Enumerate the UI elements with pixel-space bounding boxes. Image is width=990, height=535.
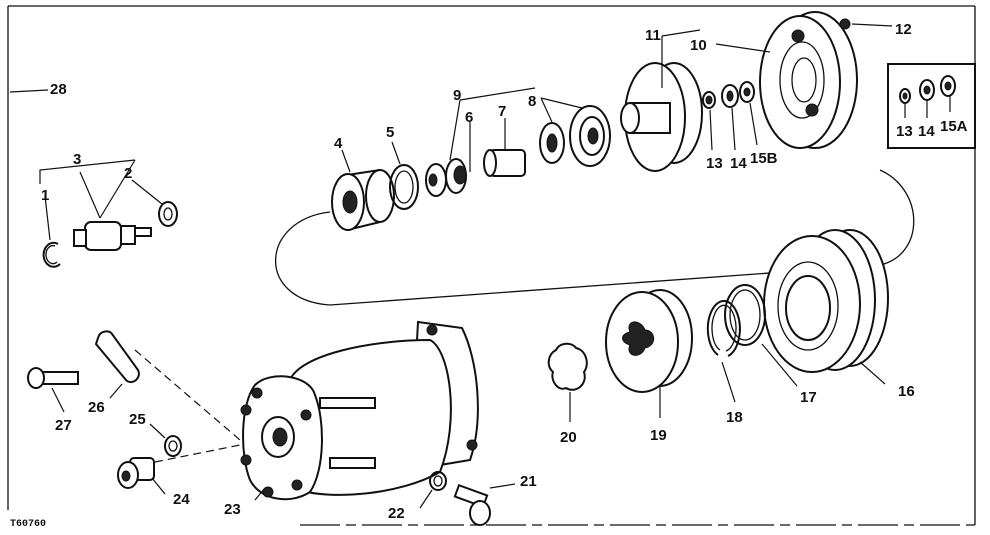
callout-14-upper: 14 (730, 155, 747, 172)
callout-27: 27 (55, 417, 72, 434)
ring-17 (724, 284, 766, 346)
spacer-plate (547, 342, 588, 391)
hub-pulley (620, 62, 703, 172)
callout-labels: 1 2 3 4 5 6 7 8 9 10 11 12 13 14 15B 13 … (10, 21, 968, 530)
callout-16: 16 (898, 383, 915, 400)
callout-13-upper: 13 (706, 155, 723, 172)
bolt-21 (453, 483, 491, 526)
assembly-dashed-lines (134, 349, 241, 463)
callout-26: 26 (88, 399, 105, 416)
callout-14-inset: 14 (918, 123, 935, 140)
callout-21: 21 (520, 473, 537, 490)
fitting-24 (117, 457, 155, 489)
callout-28: 28 (50, 81, 67, 98)
pulley-10 (759, 11, 858, 149)
snap-ring (42, 241, 61, 268)
callout-15a: 15A (940, 118, 968, 135)
callout-3: 3 (73, 151, 81, 168)
callout-1: 1 (41, 187, 49, 204)
compressor-body (240, 320, 479, 501)
figure-code: T60760 (10, 519, 46, 530)
washers-nut-upper (702, 81, 755, 109)
callout-2: 2 (124, 165, 132, 182)
washer-2 (158, 201, 178, 227)
bolt-27 (27, 367, 79, 389)
seal-seat (539, 105, 611, 167)
bearing-cup (331, 169, 395, 231)
clutch-plate (605, 289, 693, 393)
assembly-loop (274, 169, 915, 306)
callout-10: 10 (690, 37, 707, 54)
washer-22 (429, 471, 447, 491)
callout-25: 25 (129, 411, 146, 428)
leader-lines (9, 23, 951, 509)
pulley-16 (763, 229, 889, 373)
callout-9: 9 (453, 87, 461, 104)
seal-components (425, 158, 467, 197)
callout-18: 18 (726, 409, 743, 426)
inset-box (887, 63, 976, 149)
callout-13-inset: 13 (896, 123, 913, 140)
callout-19: 19 (650, 427, 667, 444)
callout-23: 23 (224, 501, 241, 518)
callout-22: 22 (388, 505, 405, 522)
callout-7: 7 (498, 103, 506, 120)
callout-24: 24 (173, 491, 190, 508)
callout-11: 11 (645, 27, 661, 44)
callout-20: 20 (560, 429, 577, 446)
callout-12: 12 (895, 21, 912, 38)
plate-26 (94, 330, 140, 384)
callout-17: 17 (800, 389, 817, 406)
sleeve (483, 149, 526, 177)
washer-25 (164, 435, 182, 457)
callout-8: 8 (528, 93, 536, 110)
screw-12 (839, 18, 851, 30)
shaft-seal-assembly (73, 221, 152, 251)
callout-15b: 15B (750, 150, 778, 167)
o-ring-5 (389, 164, 419, 210)
callout-5: 5 (386, 124, 394, 141)
snap-ring-18 (706, 299, 741, 357)
callout-4: 4 (334, 135, 343, 152)
callout-6: 6 (465, 109, 473, 126)
